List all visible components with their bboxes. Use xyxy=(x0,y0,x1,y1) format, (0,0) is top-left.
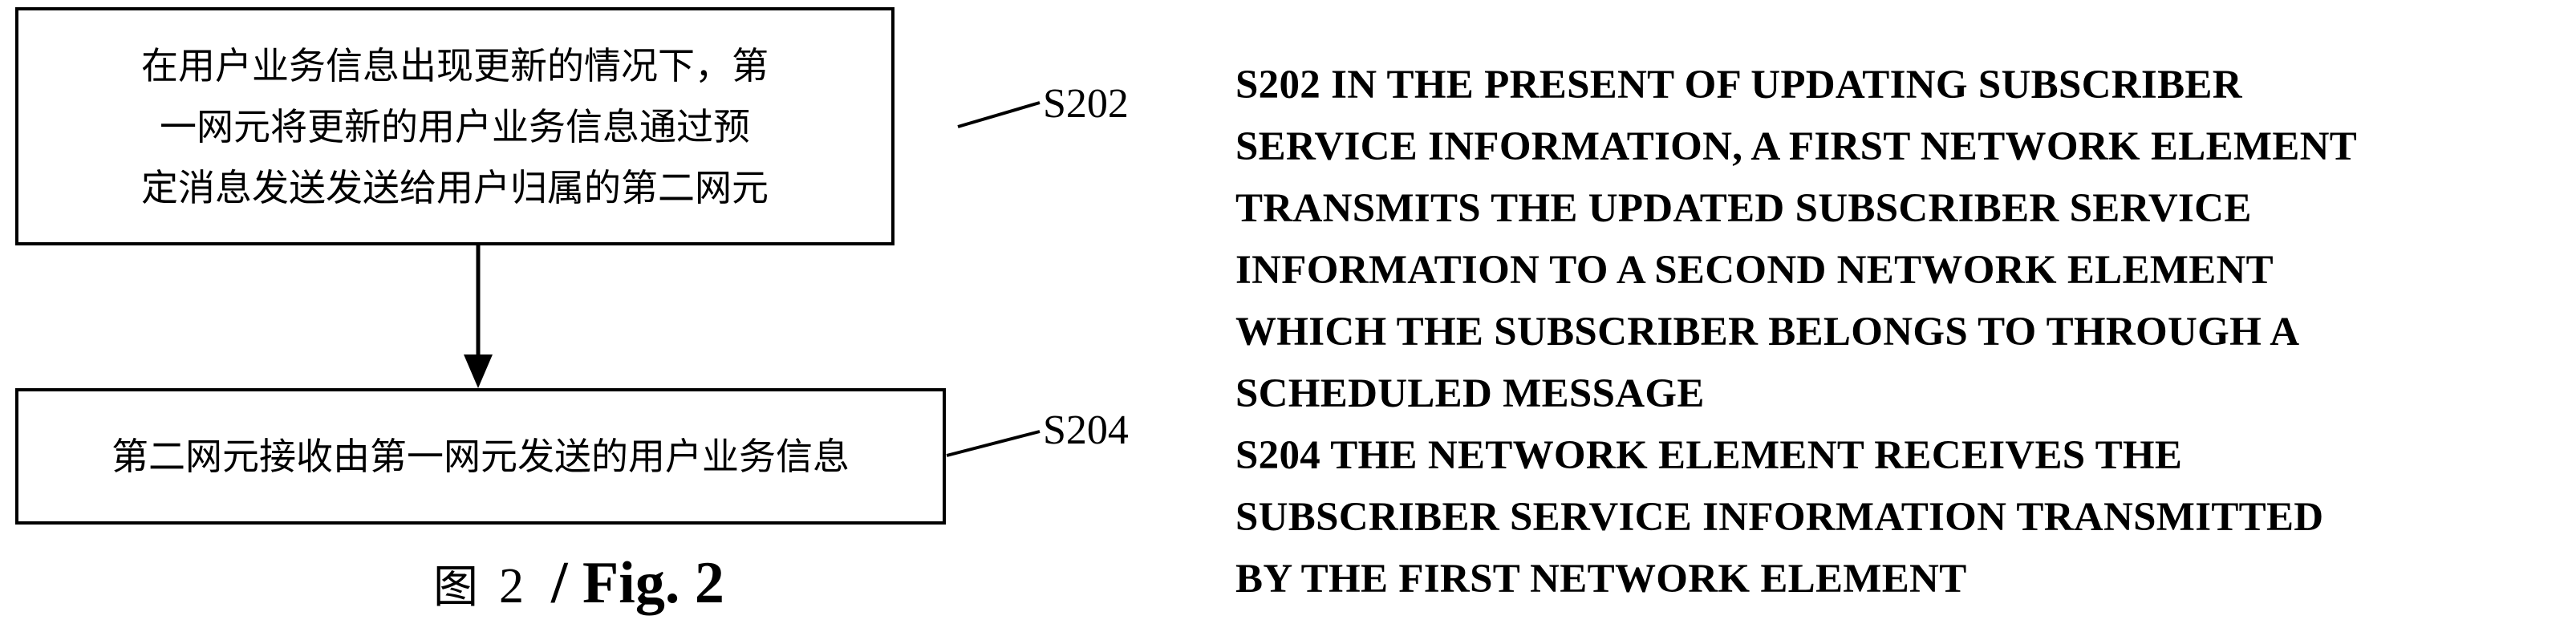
translation-line: TRANSMITS THE UPDATED SUBSCRIBER SERVICE xyxy=(1235,186,2252,231)
step-text-s204: 第二网元接收由第一网元发送的用户业务信息 xyxy=(112,435,850,478)
translation-text: S202 IN THE PRESENT OF UPDATING SUBSCRIB… xyxy=(1235,55,2357,610)
caption-english: / Fig. 2 xyxy=(551,550,724,616)
leader-line-s202 xyxy=(957,101,1041,128)
caption-chinese: 图 xyxy=(433,561,478,614)
figure-caption: 图 2 / Fig. 2 xyxy=(433,549,724,618)
step-text-s202: 在用户业务信息出现更新的情况下，第 一网元将更新的用户业务信息通过预 定消息发送… xyxy=(141,43,769,209)
translation-line: SUBSCRIBER SERVICE INFORMATION TRANSMITT… xyxy=(1235,495,2324,540)
leader-line-s204 xyxy=(946,430,1041,457)
translation-line: INFORMATION TO A SECOND NETWORK ELEMENT xyxy=(1235,248,2274,293)
translation-line: S204 THE NETWORK ELEMENT RECEIVES THE xyxy=(1235,433,2183,478)
caption-number: 2 xyxy=(499,559,524,614)
step-label-s204: S204 xyxy=(1043,407,1129,453)
step-label-s202: S202 xyxy=(1043,81,1129,127)
translation-line: WHICH THE SUBSCRIBER BELONGS TO THROUGH … xyxy=(1235,310,2300,354)
step-box-s204: 第二网元接收由第一网元发送的用户业务信息 xyxy=(15,388,946,525)
translation-line: S202 IN THE PRESENT OF UPDATING SUBSCRIB… xyxy=(1235,63,2242,107)
flow-arrow-head xyxy=(464,354,493,388)
translation-line: SERVICE INFORMATION, A FIRST NETWORK ELE… xyxy=(1235,124,2358,169)
translation-line: SCHEDULED MESSAGE xyxy=(1235,371,1705,416)
translation-line: BY THE FIRST NETWORK ELEMENT xyxy=(1235,557,1967,602)
step-box-s202: 在用户业务信息出现更新的情况下，第 一网元将更新的用户业务信息通过预 定消息发送… xyxy=(15,7,895,245)
